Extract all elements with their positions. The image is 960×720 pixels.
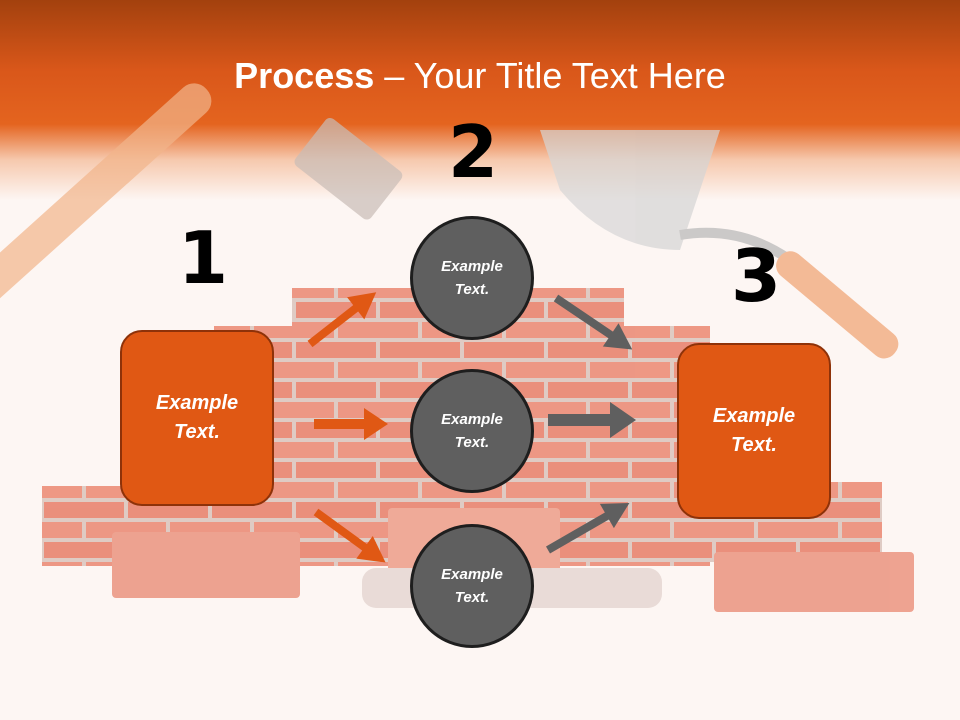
process-circle-middle[interactable]: Example Text.: [410, 369, 534, 493]
arrow-right-down: [553, 294, 633, 350]
left-box-line1: Example: [155, 392, 239, 414]
arrow-right-mid: [548, 402, 636, 438]
arrow-left-up: [307, 292, 377, 348]
process-circle-bottom[interactable]: Example Text.: [410, 524, 534, 648]
circle-top-line1: Example: [441, 258, 503, 275]
circle-bottom-line1: Example: [441, 566, 503, 583]
arrow-left-down: [313, 508, 386, 563]
title-rest: – Your Title Text Here: [374, 55, 726, 96]
arrow-right-up: [546, 503, 630, 554]
circle-middle-line1: Example: [441, 411, 503, 428]
header-band: [0, 0, 960, 200]
circle-bottom-line2: Text.: [454, 589, 490, 606]
right-process-box[interactable]: Example Text.: [677, 343, 831, 519]
title-bold: Process: [234, 55, 375, 96]
right-box-line1: Example: [712, 405, 796, 427]
left-box-line2: Text.: [174, 421, 220, 443]
left-process-box[interactable]: Example Text.: [120, 330, 274, 506]
page-title: Process – Your Title Text Here: [0, 54, 960, 98]
hammer-icon: [0, 83, 403, 317]
circle-top-line2: Text.: [454, 281, 490, 298]
arrow-left-mid: [314, 408, 388, 440]
step-number-2: 2: [448, 110, 499, 194]
process-circle-top[interactable]: Example Text.: [410, 216, 534, 340]
trowel-icon: [540, 130, 899, 359]
step-number-3: 3: [731, 234, 782, 318]
circle-middle-line2: Text.: [454, 434, 490, 451]
right-box-line2: Text.: [731, 434, 777, 456]
step-number-1: 1: [178, 216, 229, 300]
